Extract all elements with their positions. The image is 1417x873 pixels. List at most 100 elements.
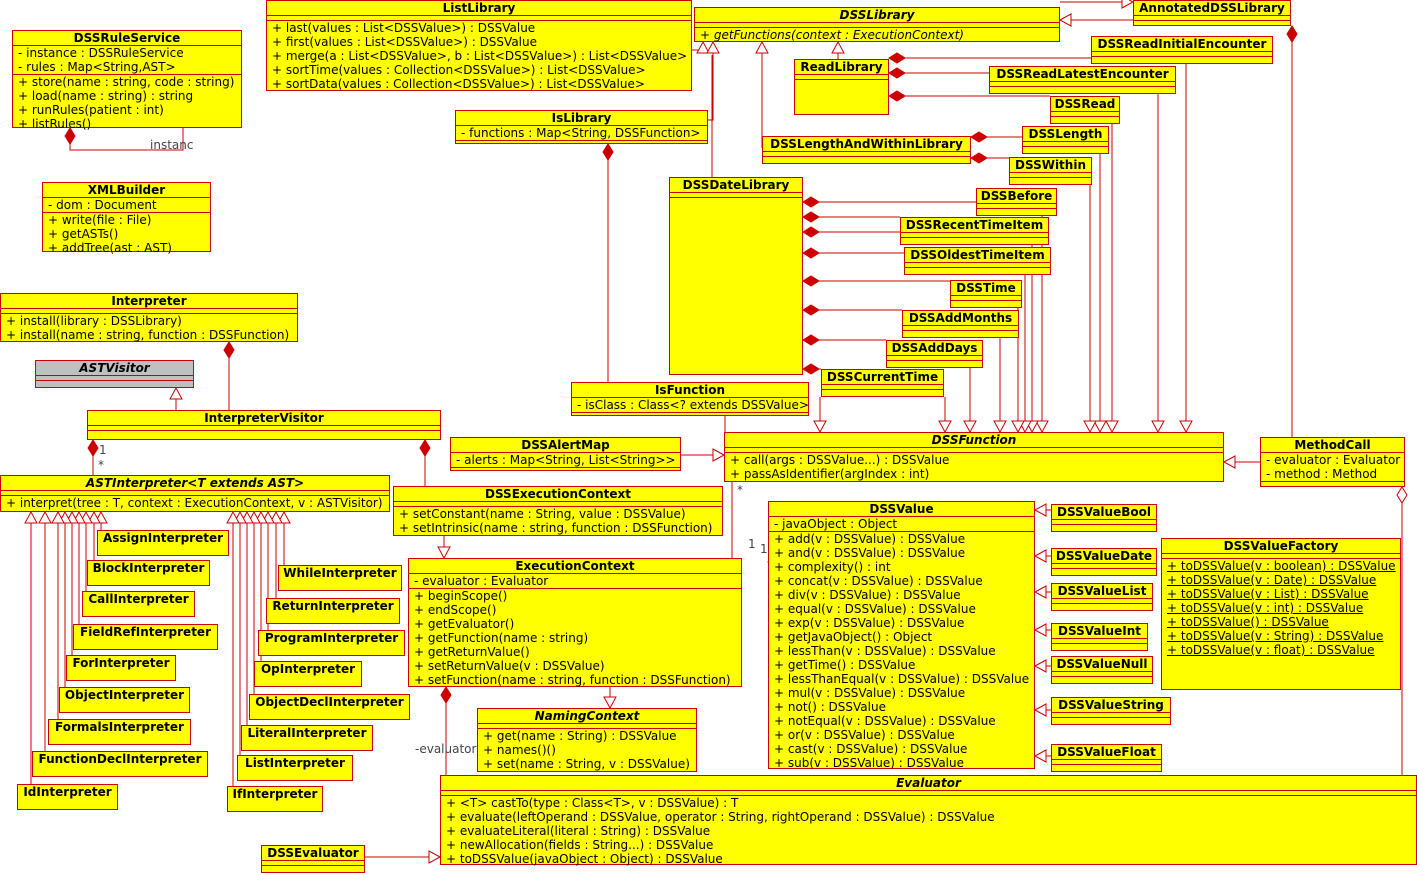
operation: + add(v : DSSValue) : DSSValue xyxy=(774,532,966,546)
attribute: - evaluator : Evaluator xyxy=(1266,453,1401,467)
dss-current-time-class[interactable]: DSSCurrentTime xyxy=(821,369,944,397)
generalization-arrowhead xyxy=(1033,549,1047,563)
operation: + evaluateLiteral(literal : String) : DS… xyxy=(446,824,711,838)
dss-read-class[interactable]: DSSRead xyxy=(1050,96,1120,124)
class-name: DSSOldestTimeItem xyxy=(910,248,1045,262)
annotated-dss-library-class[interactable]: AnnotatedDSSLibrary xyxy=(1133,0,1291,26)
generalization-arrowhead xyxy=(1121,0,1135,9)
ast-interpreter-class[interactable]: ASTInterpreter<T extends AST> + interpret… xyxy=(0,475,390,512)
dss-function-class[interactable]: DSSFunction+ call(args : DSSValue...) : … xyxy=(724,432,1224,482)
program-interpreter-class[interactable]: ProgramInterpreter xyxy=(258,630,405,656)
op-interpreter-class[interactable]: OpInterpreter xyxy=(254,661,362,687)
class-name: IdInterpreter xyxy=(23,785,112,799)
block-interpreter-class[interactable]: BlockInterpreter xyxy=(87,560,210,586)
class-name: IfInterpreter xyxy=(232,787,318,801)
call-interpreter-class[interactable]: CallInterpreter xyxy=(82,591,195,617)
ast-visitor-class[interactable]: ASTVisitor xyxy=(35,360,194,388)
operation: + listRules() xyxy=(18,117,92,131)
class-name: DSSValueDate xyxy=(1055,549,1153,563)
return-interpreter-class[interactable]: ReturnInterpreter xyxy=(266,598,400,624)
dss-value-int-class[interactable]: DSSValueInt xyxy=(1051,623,1148,651)
object-decl-interpreter-class[interactable]: ObjectDeclInterpreter xyxy=(249,694,410,720)
dss-value-factory-class[interactable]: DSSValueFactory+ toDSSValue(v : boolean)… xyxy=(1161,538,1401,690)
dss-add-months-class[interactable]: DSSAddMonths xyxy=(902,310,1019,338)
dss-add-days-class[interactable]: DSSAddDays xyxy=(886,340,983,368)
operation-compartment xyxy=(262,865,364,866)
operation-compartment xyxy=(951,300,1021,301)
attribute: - javaObject : Object xyxy=(774,517,898,531)
operation: + exp(v : DSSValue) : DSSValue xyxy=(774,616,965,630)
composition-diamond xyxy=(440,686,452,704)
generalization-arrowhead xyxy=(1179,420,1193,434)
dss-oldest-time-item-class[interactable]: DSSOldestTimeItem xyxy=(904,247,1051,275)
dss-value-bool-class[interactable]: DSSValueBool xyxy=(1051,504,1157,532)
literal-interpreter-class[interactable]: LiteralInterpreter xyxy=(241,725,373,751)
class-name: ExecutionContext xyxy=(515,559,635,573)
attribute-compartment: - dom : Document xyxy=(43,197,210,212)
if-interpreter-class[interactable]: IfInterpreter xyxy=(227,786,323,812)
dss-length-and-within-library-class[interactable]: DSSLengthAndWithinLibrary xyxy=(762,136,971,164)
operation: + get(name : String) : DSSValue xyxy=(483,729,677,743)
field-ref-interpreter-class[interactable]: FieldRefInterpreter xyxy=(73,624,218,650)
dss-value-date-class[interactable]: DSSValueDate xyxy=(1051,548,1157,576)
evaluator-class[interactable]: Evaluator+ <T> castTo(type : Class<T>, v… xyxy=(440,775,1417,866)
list-library-class[interactable]: ListLibrary+ last(values : List<DSSValue… xyxy=(266,0,692,91)
dss-read-initial-encounter-class[interactable]: DSSReadInitialEncounter xyxy=(1091,36,1273,64)
attribute-compartment xyxy=(990,81,1175,86)
class-name: NamingContext xyxy=(534,709,640,723)
xml-builder-class[interactable]: XMLBuilder- dom : Document+ write(file :… xyxy=(42,182,211,255)
dss-read-latest-encounter-class[interactable]: DSSReadLatestEncounter xyxy=(989,66,1176,94)
operation: + setFunction(name : string, function : … xyxy=(414,673,731,687)
dss-library-class[interactable]: DSSLibrary+ getFunctions(context : Execu… xyxy=(694,7,1060,42)
dss-recent-time-item-class[interactable]: DSSRecentTimeItem xyxy=(900,217,1049,245)
dss-within-class[interactable]: DSSWithin xyxy=(1009,157,1092,185)
generalization-arrowhead xyxy=(1033,703,1047,717)
naming-context-class[interactable]: NamingContext + get(name : String) : DSSV… xyxy=(477,708,697,772)
list-interpreter-class[interactable]: ListInterpreter xyxy=(237,755,353,781)
dss-value-string-class[interactable]: DSSValueString xyxy=(1051,697,1171,725)
attribute-compartment xyxy=(1051,111,1119,116)
method-call-class[interactable]: MethodCall- evaluator : Evaluator- metho… xyxy=(1260,437,1405,487)
class-name: WhileInterpreter xyxy=(283,566,397,580)
dss-value-class[interactable]: DSSValue- javaObject : Object+ add(v : D… xyxy=(768,501,1035,770)
operation: + interpret(tree : T, context : Executio… xyxy=(6,496,383,510)
dss-value-list-class[interactable]: DSSValueList xyxy=(1051,583,1153,611)
generalization-arrowhead xyxy=(1105,420,1119,434)
attribute-compartment xyxy=(822,384,943,389)
class-name: DSSValueFloat xyxy=(1057,745,1156,759)
class-name: ProgramInterpreter xyxy=(264,631,399,645)
read-library-class[interactable]: ReadLibrary xyxy=(794,59,889,115)
is-library-class[interactable]: IsLibrary- functions : Map<String, DSSFu… xyxy=(455,110,708,144)
is-function-class[interactable]: IsFunction- isClass : Class<? extends DS… xyxy=(571,382,809,416)
assign-interpreter-class[interactable]: AssignInterpreter xyxy=(97,530,229,556)
generalization-arrowhead xyxy=(240,510,254,524)
for-interpreter-class[interactable]: ForInterpreter xyxy=(66,655,176,681)
dss-alert-map-class[interactable]: DSSAlertMap- alerts : Map<String, List<S… xyxy=(450,437,681,471)
object-interpreter-class[interactable]: ObjectInterpreter xyxy=(59,687,190,713)
dss-time-class[interactable]: DSSTime xyxy=(950,280,1022,308)
dss-execution-context-class[interactable]: DSSExecutionContext+ setConstant(name : … xyxy=(393,486,723,536)
interpreter-class[interactable]: Interpreter+ install(library : DSSLibrar… xyxy=(0,293,298,342)
dss-evaluator-class[interactable]: DSSEvaluator xyxy=(261,845,365,873)
composition-diamond xyxy=(802,196,820,208)
dss-value-float-class[interactable]: DSSValueFloat xyxy=(1051,744,1162,772)
dss-value-null-class[interactable]: DSSValueNull xyxy=(1051,656,1153,684)
generalization-arrowhead xyxy=(706,40,720,54)
id-interpreter-class[interactable]: IdInterpreter xyxy=(17,784,118,810)
operation: + load(name : string) : string xyxy=(18,89,194,103)
interpreter-visitor-class[interactable]: InterpreterVisitor xyxy=(87,410,441,440)
dss-before-class[interactable]: DSSBefore xyxy=(976,188,1057,216)
class-name: ASTInterpreter<T extends AST> xyxy=(85,476,305,490)
composition-diamond xyxy=(802,247,820,259)
class-name: DSSValueList xyxy=(1057,584,1147,598)
dss-length-class[interactable]: DSSLength xyxy=(1022,126,1109,154)
operation: + beginScope() xyxy=(414,589,508,603)
execution-context-class[interactable]: ExecutionContext- evaluator : Evaluator+… xyxy=(408,558,742,687)
operation: + store(name : string, code : string) xyxy=(18,75,235,89)
formals-interpreter-class[interactable]: FormalsInterpreter xyxy=(48,719,191,745)
while-interpreter-class[interactable]: WhileInterpreter xyxy=(278,565,402,591)
dss-date-library-class[interactable]: DSSDateLibrary xyxy=(669,177,803,375)
generalization-arrowhead xyxy=(79,510,93,524)
function-decl-interpreter-class[interactable]: FunctionDeclInterpreter xyxy=(32,751,208,777)
dss-rule-service-class[interactable]: DSSRuleService- instance : DSSRuleServic… xyxy=(12,30,242,131)
